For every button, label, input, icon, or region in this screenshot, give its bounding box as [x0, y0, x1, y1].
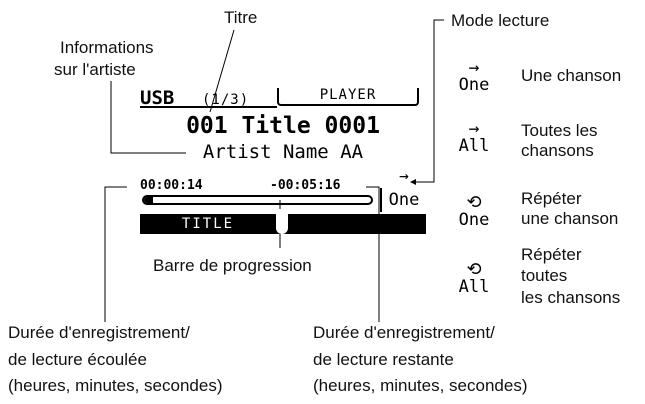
leader-play-mode-arrowhead	[410, 179, 416, 185]
leader-title	[209, 29, 235, 113]
progress-bar	[142, 195, 373, 205]
legend-item-2-desc-2: chansons	[521, 141, 594, 160]
legend-item-2-desc-1: Toutes les	[521, 121, 598, 140]
source-label: USB	[140, 87, 175, 109]
label-elapsed-2: de lecture écoulée	[8, 350, 147, 369]
track-title: 001 Title 0001	[186, 113, 380, 139]
lcd-display: USB (1/3) PLAYER 001 Title 0001 Artist N…	[140, 88, 426, 234]
legend-item-3-desc-2: une chanson	[521, 209, 619, 228]
label-play-mode: Mode lecture	[451, 11, 550, 30]
label-remaining-2: de lecture restante	[313, 350, 454, 369]
legend-item-2-icon: → All	[452, 118, 496, 156]
leader-play-mode	[414, 19, 444, 183]
legend-item-1-icon: → One	[452, 57, 496, 95]
mode-indicator-word: One	[388, 190, 420, 210]
leader-artist-info	[110, 81, 186, 154]
mode-indicator-divider	[380, 188, 382, 212]
track-counter: (1/3)	[202, 92, 250, 108]
label-remaining-1: Durée d'enregistrement/	[313, 323, 495, 342]
remaining-time: -00:05:16	[270, 178, 341, 193]
bottom-bar-gap	[276, 209, 288, 234]
repeat-icon: ⟲	[466, 192, 482, 213]
legend-item-4-desc-2: toutes	[521, 266, 568, 285]
label-remaining-3: (heures, minutes, secondes)	[313, 376, 528, 395]
elapsed-time: 00:00:14	[140, 178, 203, 193]
label-elapsed-3: (heures, minutes, secondes)	[8, 376, 223, 395]
artist-name: Artist Name AA	[202, 141, 364, 163]
repeat-icon: ⟲	[466, 259, 482, 280]
leader-remaining	[366, 186, 380, 322]
arrow-right-icon: →	[468, 118, 480, 139]
header-underline	[140, 106, 277, 108]
legend-item-4-desc-1: Répéter	[521, 245, 582, 264]
legend-item-3-icon: ⟲ One	[452, 192, 496, 230]
progress-bar-fill	[144, 197, 154, 203]
label-artist-info-1: Informations	[60, 38, 154, 57]
legend-item-1-desc: Une chanson	[521, 66, 622, 85]
player-mode-tab: PLAYER	[277, 88, 419, 106]
arrow-right-icon: →	[468, 57, 480, 78]
label-title: Titre	[224, 8, 258, 27]
player-mode-tab-label: PLAYER	[319, 87, 377, 103]
label-artist-info-2: sur l'artiste	[54, 60, 136, 79]
legend-item-3-desc-1: Répéter	[521, 189, 582, 208]
label-elapsed-1: Durée d'enregistrement/	[8, 323, 190, 342]
bottom-tab-label: TITLE	[181, 216, 235, 232]
legend-item-4-desc-3: les chansons	[521, 288, 621, 307]
legend-item-4-icon: ⟲ All	[452, 259, 496, 297]
mode-indicator-arrow-icon: →	[399, 166, 409, 185]
leader-elapsed	[104, 186, 127, 322]
label-progress-bar: Barre de progression	[153, 256, 312, 275]
